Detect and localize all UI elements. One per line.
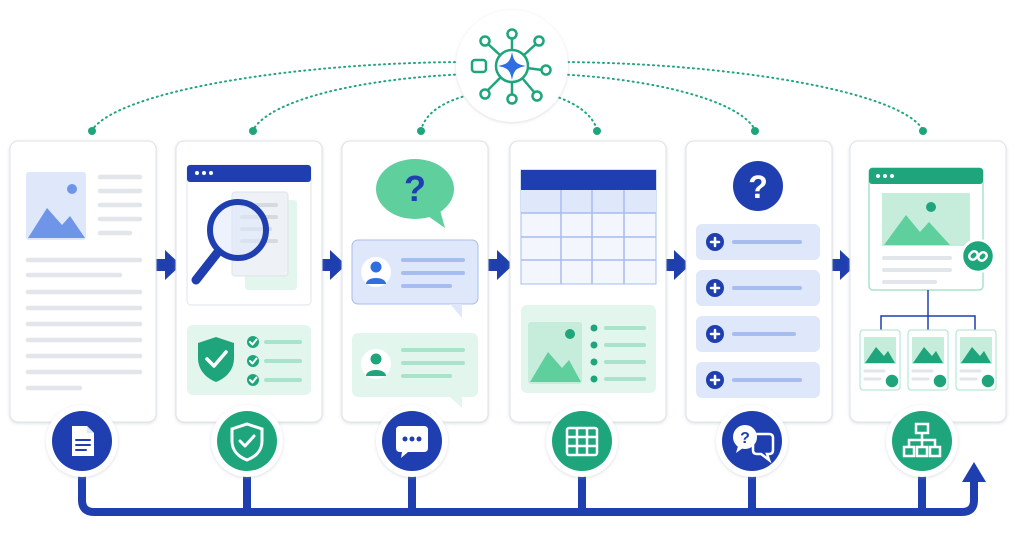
document-icon [72,426,94,456]
timeline [78,455,978,516]
badge-conversation [376,405,448,477]
hierarchy-lines [880,290,976,330]
badge-review [211,405,283,477]
badge-linking [886,405,958,477]
question-mark-text: ? [404,168,426,209]
user-avatar-icon [370,261,382,273]
connector-dots [88,127,927,135]
browser-window [186,164,312,306]
hub-node [456,10,568,122]
badge-data-table [546,405,618,477]
child-page-3 [955,329,997,391]
child-page-2 [907,329,949,391]
message-bubble-user [351,239,479,318]
flow-arrows [153,250,856,280]
shield-icon [198,337,234,382]
flow-arrow-4 [662,250,690,280]
badge-questions: ? [716,405,788,477]
image-list-panel [521,305,656,393]
question-mark-text-3: ? [740,430,750,447]
card-data-table [509,140,667,423]
card-conversation: ? [341,140,489,423]
question-list [696,224,820,398]
card-document [9,140,157,423]
flow-arrow-3 [485,250,513,280]
sparkle-icon [498,52,526,80]
image-placeholder-icon [26,172,86,240]
child-pages [859,329,997,391]
linked-page [868,167,996,291]
card-linking [849,140,1007,423]
question-circle-icon [733,161,783,211]
spreadsheet-grid [520,169,657,285]
chat-bubble-icon [396,426,428,458]
child-page-1 [859,329,901,391]
question-chat-icon: ? [733,425,775,464]
question-mark-text-2: ? [748,169,768,205]
hierarchy-icon [902,422,942,458]
shield-check-icon [230,422,264,462]
question-speech-bubble: ? [376,159,454,228]
badge-document [46,405,118,477]
verification-panel [187,325,311,395]
message-bubble-reply [352,333,478,408]
card-review [175,140,323,423]
flow-arrow-5 [828,250,856,280]
timeline-arrowhead [962,462,986,482]
stage-badges: ? [46,405,958,477]
card-questions: ? [685,140,833,423]
flow-arrow-1 [153,250,181,280]
flow-arrow-2 [318,250,346,280]
table-grid-icon [565,426,599,457]
user-avatar-icon-2 [370,353,382,365]
magnifier-icon [191,199,269,285]
